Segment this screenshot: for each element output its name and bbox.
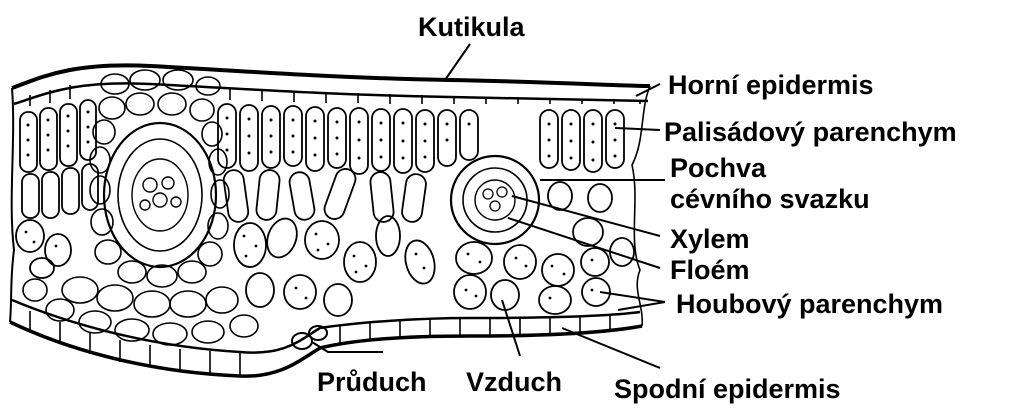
label-palisadovy-parenchym: Palisádový parenchym [664, 117, 957, 147]
stoma [292, 326, 327, 349]
label-floem: Floém [670, 255, 750, 285]
large-vascular-bundle [104, 123, 216, 267]
label-pruduch: Průduch [317, 367, 427, 397]
leader-kutikula [445, 44, 470, 80]
label-pochva: Pochva [670, 153, 767, 183]
label-horni-epidermis: Horní epidermis [668, 70, 874, 100]
leader-floem [508, 218, 660, 268]
leader-spodni-epidermis [562, 328, 660, 368]
upper-epidermis-cells [30, 85, 640, 106]
label-vzduch: Vzduch [466, 367, 562, 397]
lower-parenchyma-cells [23, 277, 258, 345]
bundle-sheath-cells [90, 70, 229, 287]
label-cevniho-svazku: cévního svazku [670, 184, 870, 214]
section-right-edge [632, 86, 650, 326]
lower-epidermis-cells [30, 311, 610, 375]
label-xylem: Xylem [670, 224, 750, 254]
label-spodni-epidermis: Spodní epidermis [614, 374, 841, 404]
leader-palisadovy [615, 128, 660, 130]
label-kutikula: Kutikula [418, 12, 525, 42]
leaf-section [10, 44, 665, 376]
spongy-cells [16, 182, 634, 316]
label-houbovy-parenchym: Houbový parenchym [676, 289, 943, 319]
section-left-edge [10, 88, 14, 322]
leader-xylem [512, 196, 660, 236]
labels: Kutikula Horní epidermis Palisádový pare… [317, 12, 957, 404]
leader-lines [312, 44, 665, 368]
